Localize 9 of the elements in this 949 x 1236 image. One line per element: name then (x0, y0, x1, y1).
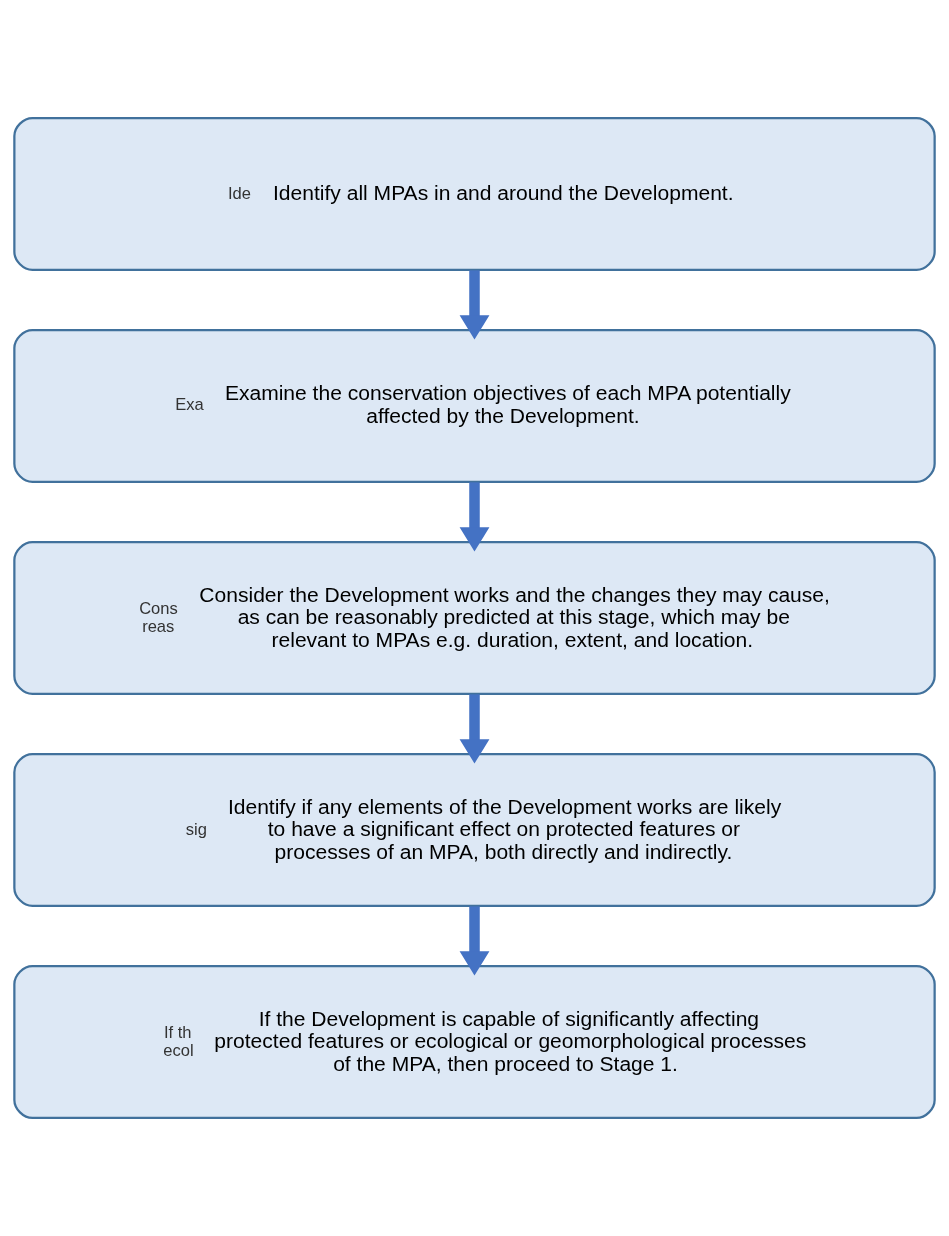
node-box: If th ecol If the Development is capable of significantly affecting protected features or ecological or geomorphological processes of the MPA, then proceed to Stage 1. (13, 965, 936, 1120)
node-box: Exa Examine the conservation objectives of each MPA potentially affected by the Development. (13, 328, 936, 484)
node-box: Cons reas Consider the Development works and the changes they may cause, as can be reasonably predicted at this stage, which may be relevant to MPAs e.g. duration, extent, and location. (13, 540, 936, 696)
arrow (459, 482, 490, 552)
node-box: sig Identify if any elements of the Development works are likely to have a significant effect on protected features or processes of an MPA, both directly and indirectly. (13, 752, 936, 908)
node-box: Ide Identify all MPAs in and around the Development. (13, 116, 936, 271)
arrow (459, 270, 490, 340)
arrow (459, 906, 490, 976)
arrow (459, 694, 490, 764)
